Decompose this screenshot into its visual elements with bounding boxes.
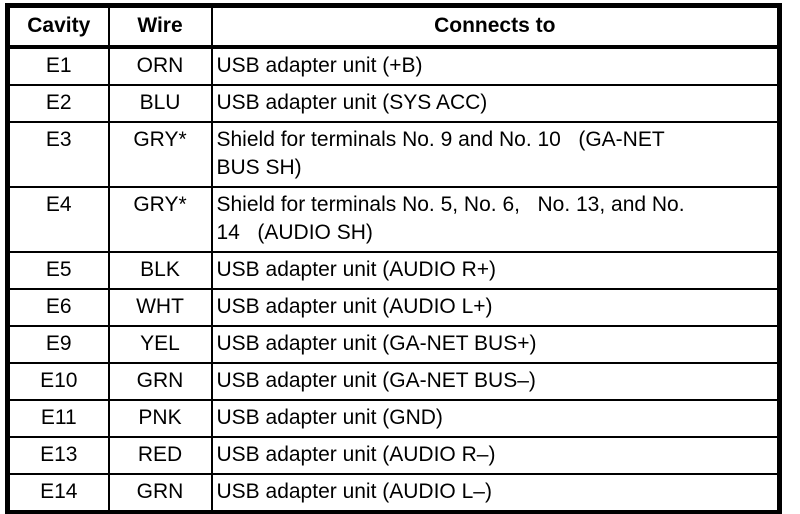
cavity-cell: E2 (6, 84, 110, 123)
connects-to-cell: USB adapter unit (SYS ACC) (210, 84, 781, 123)
cavity-cell: E6 (6, 288, 110, 327)
table-header-row: Cavity Wire Connects to (6, 4, 781, 49)
wire-cell: GRN (107, 362, 213, 401)
wire-cell: BLU (107, 84, 213, 123)
column-header-cavity: Cavity (6, 4, 110, 49)
wire-cell: RED (107, 436, 213, 475)
wire-cell: GRN (107, 473, 213, 514)
connects-to-cell: Shield for terminals No. 9 and No. 10 (G… (210, 121, 781, 188)
connects-to-cell: USB adapter unit (GND) (210, 399, 781, 438)
cavity-cell: E11 (6, 399, 110, 438)
wire-cell: PNK (107, 399, 213, 438)
cavity-cell: E4 (6, 186, 110, 253)
cavity-cell: E1 (6, 46, 110, 86)
connects-to-cell: USB adapter unit (AUDIO R–) (210, 436, 781, 475)
wire-cell: YEL (107, 325, 213, 364)
wire-cell: GRY* (107, 186, 213, 253)
cavity-cell: E13 (6, 436, 110, 475)
wire-cell: WHT (107, 288, 213, 327)
cavity-cell: E5 (6, 251, 110, 290)
connects-to-cell: USB adapter unit (AUDIO L+) (210, 288, 781, 327)
connects-to-cell: USB adapter unit (AUDIO R+) (210, 251, 781, 290)
connects-to-cell: USB adapter unit (GA-NET BUS–) (210, 362, 781, 401)
connects-to-cell: USB adapter unit (AUDIO L–) (210, 473, 781, 514)
connects-to-cell: Shield for terminals No. 5, No. 6, No. 1… (210, 186, 781, 253)
column-header-wire: Wire (107, 4, 213, 49)
connects-to-cell: USB adapter unit (GA-NET BUS+) (210, 325, 781, 364)
cavity-cell: E3 (6, 121, 110, 188)
wire-cell: BLK (107, 251, 213, 290)
wire-cell: ORN (107, 46, 213, 86)
column-header-connects-to: Connects to (210, 4, 781, 49)
cavity-cell: E9 (6, 325, 110, 364)
cavity-cell: E14 (6, 473, 110, 514)
connects-to-cell: USB adapter unit (+B) (210, 46, 781, 86)
cavity-cell: E10 (6, 362, 110, 401)
table-header: Cavity Wire Connects to (6, 4, 781, 49)
wire-cell: GRY* (107, 121, 213, 188)
